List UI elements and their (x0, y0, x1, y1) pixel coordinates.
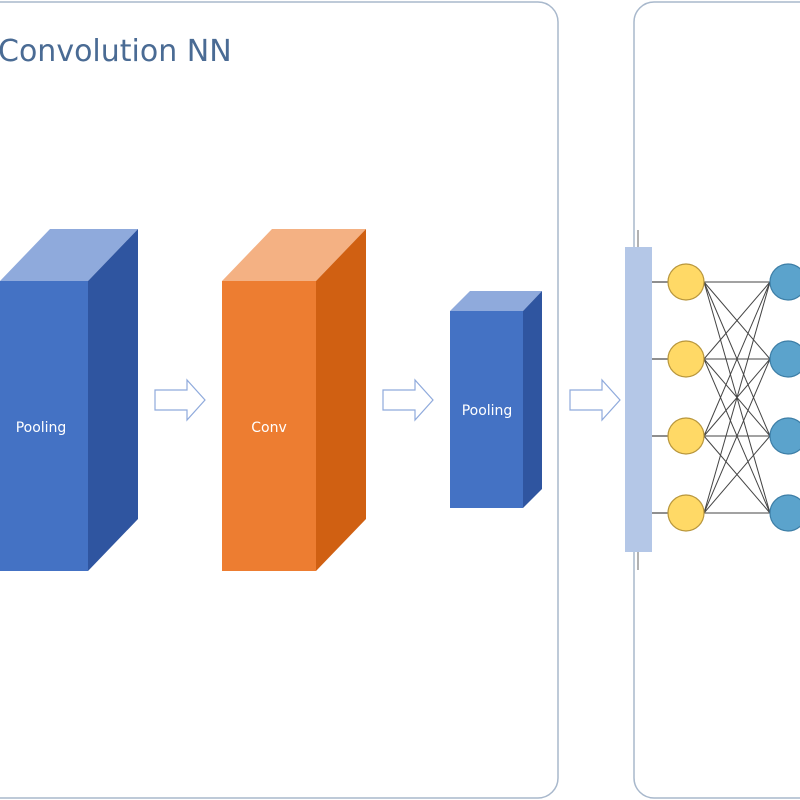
arrow-icon (569, 378, 621, 422)
connection (703, 358, 771, 514)
hidden-node (769, 417, 800, 455)
cnn-panel (0, 1, 559, 799)
hidden-node (769, 494, 800, 532)
layer-label: Pooling (16, 420, 67, 436)
hidden-node (769, 263, 800, 301)
input-node (667, 494, 705, 532)
fully-connected-network (625, 230, 800, 570)
pooling-block-1: Pooling (0, 229, 138, 571)
connection (703, 281, 771, 514)
fc-panel (633, 1, 800, 799)
input-node (667, 340, 705, 378)
arrow-icon (382, 378, 434, 422)
layer-label: Conv (251, 420, 287, 436)
input-node (667, 263, 705, 301)
connection (703, 435, 771, 514)
pooling-block-2: Pooling (450, 291, 542, 508)
input-node (667, 417, 705, 455)
conv-block: Conv (222, 229, 366, 571)
page-title: Convolution NN (0, 34, 232, 69)
connection (703, 281, 771, 360)
flatten-layer (625, 247, 652, 552)
connection (703, 281, 771, 437)
layer-label: Pooling (462, 403, 513, 419)
arrow-icon (154, 378, 206, 422)
hidden-node (769, 340, 800, 378)
